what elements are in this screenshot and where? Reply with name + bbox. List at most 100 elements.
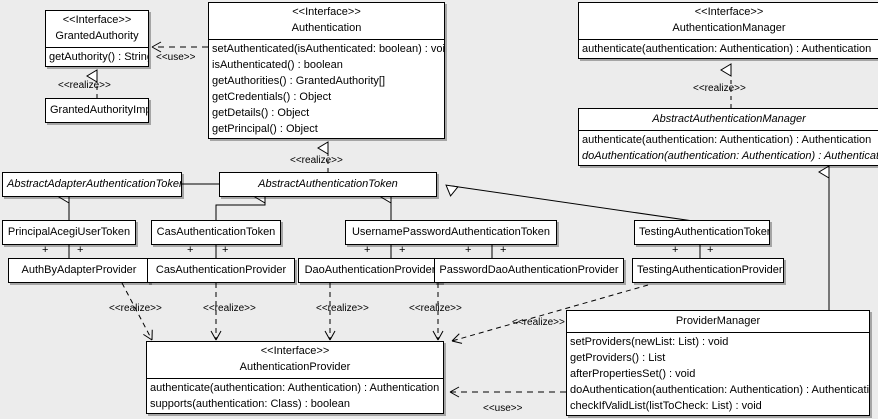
- class-node-abstract-authentication-token[interactable]: AbstractAuthenticationToken: [219, 172, 437, 197]
- class-name-label: AbstractAuthenticationToken: [258, 178, 398, 190]
- class-name-label: PasswordDaoAuthenticationProvider: [439, 264, 619, 276]
- member-row: setAuthenticated(isAuthenticated: boolea…: [212, 43, 445, 55]
- class-node-authentication-provider[interactable]: <<Interface>> AuthenticationProvider aut…: [146, 341, 444, 414]
- class-members-authentication-manager: authenticate(authentication: Authenticat…: [579, 39, 878, 58]
- class-members-provider-manager: setProviders(newList: List) : void getPr…: [567, 332, 869, 415]
- stereotype-label: <<Interface>>: [694, 6, 764, 18]
- edge-label-use-provider-manager: <<use>>: [483, 403, 523, 414]
- class-node-principal-acegi-user-token[interactable]: PrincipalAcegiUserToken: [2, 220, 136, 245]
- edge-label-realize-dao-authentication-provider: <<realize>>: [316, 303, 369, 314]
- class-header-abstract-authentication-manager: AbstractAuthenticationManager: [579, 109, 878, 130]
- class-node-testing-authentication-provider[interactable]: TestingAuthenticationProvider: [632, 258, 784, 283]
- member-row: getCredentials() : Object: [212, 91, 332, 103]
- member-row: authenticate(authentication: Authenticat…: [582, 43, 872, 55]
- class-header-principal-acegi-user-token: PrincipalAcegiUserToken: [3, 221, 135, 244]
- class-members-granted-authority: getAuthority() : String: [46, 47, 148, 66]
- class-node-granted-authority-impl[interactable]: GrantedAuthorityImpl: [45, 98, 149, 123]
- association-end-marker: +: [465, 244, 472, 256]
- class-node-password-dao-authentication-provider[interactable]: PasswordDaoAuthenticationProvider: [434, 258, 624, 283]
- member-row: supports(authentication: Class) : boolea…: [150, 398, 350, 410]
- edge-label-realize-abstract-authentication-manager: <<realize>>: [693, 83, 746, 94]
- class-node-cas-authentication-provider[interactable]: CasAuthenticationProvider: [147, 258, 295, 283]
- class-header-username-password-authentication-token: UsernamePasswordAuthenticationToken: [346, 221, 556, 244]
- edge-label-realize-password-dao-authentication-provider: <<realize>>: [409, 303, 462, 314]
- class-name-label: AuthenticationManager: [672, 22, 786, 34]
- class-header-dao-authentication-provider: DaoAuthenticationProvider: [299, 259, 441, 282]
- association-end-marker: +: [187, 244, 194, 256]
- association-end-marker: +: [500, 244, 507, 256]
- member-row: authenticate(authentication: Authenticat…: [150, 382, 440, 394]
- member-row: afterPropertiesSet() : void: [570, 368, 696, 380]
- class-header-abstract-adapter-authentication-token: AbstractAdapterAuthenticationToken: [3, 173, 181, 196]
- stereotype-label: <<Interface>>: [260, 345, 330, 357]
- association-end-marker: +: [707, 244, 714, 256]
- class-node-abstract-authentication-manager[interactable]: AbstractAuthenticationManager authentica…: [578, 108, 878, 166]
- association-end-marker: +: [42, 244, 49, 256]
- class-header-testing-authentication-provider: TestingAuthenticationProvider: [633, 259, 783, 282]
- class-name-label: ProviderManager: [675, 315, 761, 327]
- association-end-marker: +: [399, 244, 406, 256]
- member-row: getPrincipal() : Object: [212, 123, 318, 135]
- stereotype-label: <<Interface>>: [292, 6, 361, 18]
- class-name-label: CasAuthenticationProvider: [155, 264, 287, 276]
- class-header-password-dao-authentication-provider: PasswordDaoAuthenticationProvider: [435, 259, 623, 282]
- class-header-authentication-provider: <<Interface>> AuthenticationProvider: [147, 342, 443, 378]
- class-node-authentication[interactable]: <<Interface>> Authentication setAuthenti…: [208, 2, 445, 139]
- class-name-label: AbstractAuthenticationManager: [652, 113, 806, 125]
- member-row: doAuthentication(authentication: Authent…: [570, 384, 870, 396]
- class-name-label: AuthByAdapterProvider: [21, 264, 137, 276]
- association-end-marker: +: [672, 244, 679, 256]
- class-node-authentication-manager[interactable]: <<Interface>> AuthenticationManager auth…: [578, 2, 878, 59]
- class-name-label: PrincipalAcegiUserToken: [7, 226, 131, 238]
- stereotype-label: <<Interface>>: [62, 14, 132, 26]
- member-row: isAuthenticated() : boolean: [212, 59, 343, 71]
- member-row: checkIfValidList(listToCheck: List) : vo…: [570, 400, 762, 412]
- member-row: authenticate(authentication: Authenticat…: [582, 134, 872, 146]
- association-end-marker: +: [364, 244, 371, 256]
- edge-label-realize-auth-by-adapter-provider: <<realize>>: [109, 303, 162, 314]
- class-members-authentication-provider: authenticate(authentication: Authenticat…: [147, 378, 443, 413]
- class-name-label: CasAuthenticationToken: [156, 226, 276, 238]
- member-row: getDetails() : Object: [212, 107, 310, 119]
- class-node-username-password-authentication-token[interactable]: UsernamePasswordAuthenticationToken: [345, 220, 557, 245]
- class-header-authentication: <<Interface>> Authentication: [209, 3, 444, 39]
- member-row: setProviders(newList: List) : void: [570, 336, 729, 348]
- class-name-label: GrantedAuthority: [55, 30, 139, 42]
- class-node-cas-authentication-token[interactable]: CasAuthenticationToken: [151, 220, 281, 245]
- class-header-abstract-authentication-token: AbstractAuthenticationToken: [220, 173, 436, 196]
- class-node-dao-authentication-provider[interactable]: DaoAuthenticationProvider: [298, 258, 442, 283]
- class-members-abstract-authentication-manager: authenticate(authentication: Authenticat…: [579, 130, 878, 165]
- class-header-provider-manager: ProviderManager: [567, 311, 869, 332]
- class-name-label: Authentication: [291, 22, 362, 34]
- member-row: doAuthentication(authentication: Authent…: [582, 150, 878, 162]
- edge-label-realize-abstract-authentication-token: <<realize>>: [290, 155, 343, 166]
- association-end-marker: +: [222, 244, 229, 256]
- class-header-authentication-manager: <<Interface>> AuthenticationManager: [579, 3, 878, 39]
- edge-label-realize-testing-authentication-provider: <<realize>>: [512, 317, 565, 328]
- member-row: getProviders() : List: [570, 352, 666, 364]
- class-header-granted-authority: <<Interface>> GrantedAuthority: [46, 11, 148, 47]
- class-header-cas-authentication-token: CasAuthenticationToken: [152, 221, 280, 244]
- class-node-provider-manager[interactable]: ProviderManager setProviders(newList: Li…: [566, 310, 870, 416]
- class-members-authentication: setAuthenticated(isAuthenticated: boolea…: [209, 39, 444, 138]
- class-name-label: AbstractAdapterAuthenticationToken: [7, 178, 182, 190]
- class-name-label: UsernamePasswordAuthenticationToken: [351, 226, 551, 238]
- class-node-testing-authentication-token[interactable]: TestingAuthenticationToken: [634, 220, 770, 245]
- class-name-label: GrantedAuthorityImpl: [50, 104, 149, 116]
- edge-label-realize-granted-authority-impl: <<realize>>: [58, 80, 111, 91]
- class-node-granted-authority[interactable]: <<Interface>> GrantedAuthority getAuthor…: [45, 10, 149, 67]
- class-node-abstract-adapter-authentication-token[interactable]: AbstractAdapterAuthenticationToken: [2, 172, 182, 197]
- class-name-label: DaoAuthenticationProvider: [304, 264, 436, 276]
- association-end-marker: +: [77, 244, 84, 256]
- edge-label-use-authentication-granted-authority: <<use>>: [156, 52, 196, 63]
- member-row: getAuthority() : String: [49, 51, 149, 63]
- class-header-granted-authority-impl: GrantedAuthorityImpl: [46, 99, 148, 122]
- member-row: getAuthorities() : GrantedAuthority[]: [212, 75, 386, 87]
- class-name-label: AuthenticationProvider: [239, 361, 351, 373]
- class-node-auth-by-adapter-provider[interactable]: AuthByAdapterProvider: [8, 258, 150, 283]
- class-header-cas-authentication-provider: CasAuthenticationProvider: [148, 259, 294, 282]
- class-name-label: TestingAuthenticationProvider: [637, 264, 783, 276]
- class-header-auth-by-adapter-provider: AuthByAdapterProvider: [9, 259, 149, 282]
- class-header-testing-authentication-token: TestingAuthenticationToken: [635, 221, 769, 244]
